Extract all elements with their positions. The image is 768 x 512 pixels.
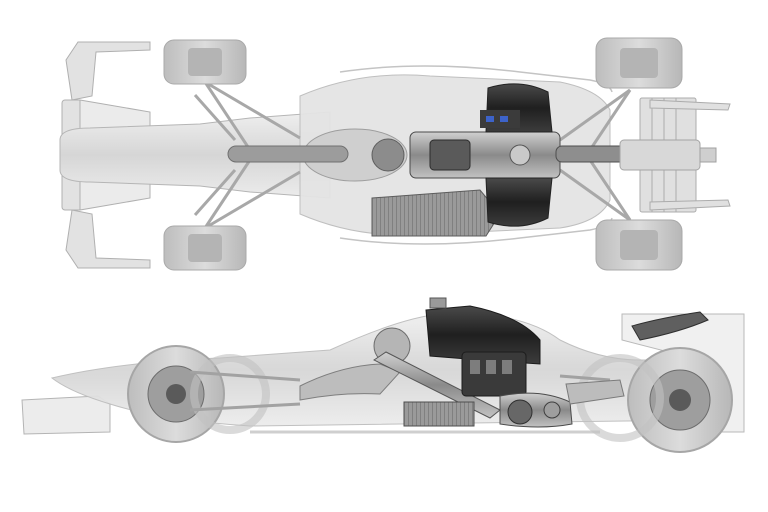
suspension-side [189, 370, 611, 412]
gearbox-side [565, 379, 625, 405]
gearbox-top [619, 139, 701, 171]
radiator-side [403, 401, 475, 427]
driveshaft-top [227, 145, 349, 163]
front-wing-side [21, 395, 111, 435]
power-unit-top [409, 83, 627, 227]
front-left-tyre-top [163, 39, 247, 85]
rear-right-tyre-top [595, 219, 683, 271]
top-view [59, 37, 731, 271]
power-unit-side [461, 351, 573, 428]
rear-suspension-top [559, 88, 632, 222]
front-suspension-top [193, 80, 301, 230]
rear-left-tyre-top [595, 37, 683, 89]
front-right-tyre-top [163, 225, 247, 271]
side-view [21, 297, 745, 453]
front-wheel-ghost-side [190, 354, 270, 434]
radiator-top [371, 189, 501, 237]
